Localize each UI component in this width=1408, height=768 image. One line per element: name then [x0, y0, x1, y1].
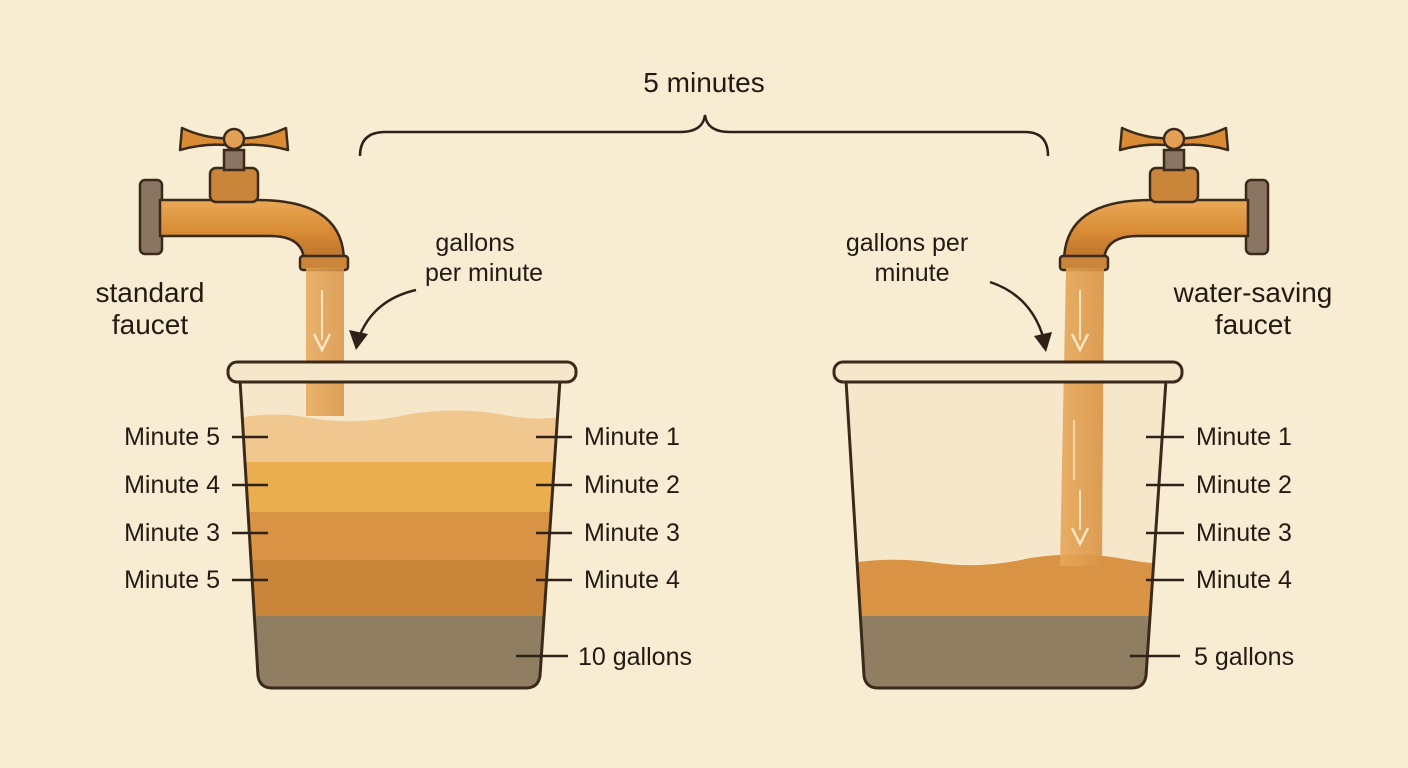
right-mark-1: Minute 1 — [1196, 423, 1292, 451]
layer-minute-4 — [240, 462, 560, 514]
sediment-layer — [240, 616, 560, 688]
layer-minute-3 — [240, 512, 560, 562]
left-right-mark-4: Minute 4 — [584, 566, 680, 594]
water-saving-faucet-label-line1: water-saving — [1173, 277, 1333, 308]
left-mark-2: Minute 4 — [124, 471, 220, 499]
left-flow-label-line2: per minute — [424, 259, 544, 287]
left-right-mark-1: Minute 1 — [584, 423, 680, 451]
standard-faucet-label-line2: faucet — [111, 309, 189, 340]
left-mark-4: Minute 5 — [124, 566, 220, 594]
right-mark-3: Minute 3 — [1196, 519, 1292, 547]
water-saving-faucet-label-line2: faucet — [1214, 309, 1292, 340]
right-flow-label-line2: minute — [874, 259, 950, 287]
left-right-mark-2: Minute 2 — [584, 471, 680, 499]
left-mark-1: Minute 5 — [124, 423, 220, 451]
right-mark-4: Minute 4 — [1196, 566, 1292, 594]
flow-arrow-left — [356, 288, 417, 341]
duration-label: 5 minutes — [643, 67, 765, 98]
standard-faucet-label-line1: standard — [95, 277, 205, 308]
sediment-layer — [846, 616, 1166, 688]
left-mark-3: Minute 3 — [124, 519, 220, 547]
standard-bucket — [226, 268, 578, 690]
flow-arrow-right — [989, 280, 1046, 341]
layer-minute-2 — [240, 560, 560, 618]
standard-faucet-icon — [138, 126, 350, 272]
duration-brace — [358, 114, 1050, 157]
right-total-label: 5 gallons — [1194, 643, 1295, 671]
left-right-mark-3: Minute 3 — [584, 519, 680, 547]
left-total-label: 10 gallons — [578, 643, 692, 671]
water-saving-bucket — [832, 268, 1184, 690]
water-saving-faucet-icon — [1058, 126, 1270, 272]
right-mark-2: Minute 2 — [1196, 471, 1292, 499]
left-flow-label-line1: gallons — [435, 229, 515, 257]
right-flow-label-line1: gallons per — [845, 229, 969, 257]
